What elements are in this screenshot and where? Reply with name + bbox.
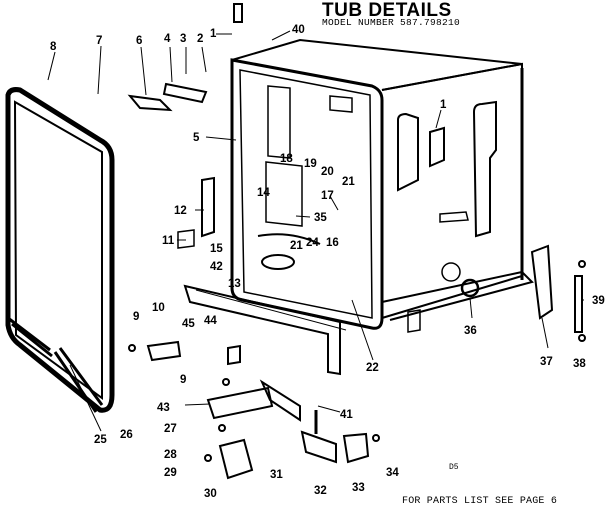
callout-2: 2 <box>197 33 203 45</box>
callout-33: 33 <box>352 482 365 494</box>
callout-44: 44 <box>204 315 217 327</box>
callout-39: 39 <box>592 295 605 307</box>
callout-41: 41 <box>340 409 353 421</box>
callout-30: 30 <box>204 488 217 500</box>
callout-12: 12 <box>174 205 187 217</box>
callout-9a: 9 <box>133 311 139 323</box>
hinge-37 <box>530 244 554 320</box>
bracket-31 <box>259 379 301 422</box>
actuator-32 <box>300 430 337 464</box>
callout-9b: 9 <box>180 374 186 386</box>
callout-11: 11 <box>162 235 175 247</box>
callout-16: 16 <box>326 237 339 249</box>
callout-1: 1 <box>210 28 217 40</box>
callout-38: 38 <box>573 358 586 370</box>
callout-28: 28 <box>164 449 177 461</box>
rod-39 <box>574 275 583 333</box>
callout-35: 35 <box>314 212 327 224</box>
callout-26: 26 <box>120 429 133 441</box>
diagram-title: TUB DETAILS <box>322 0 452 21</box>
callout-8: 8 <box>50 41 57 53</box>
parts-list-note: FOR PARTS LIST SEE PAGE 6 <box>402 496 558 507</box>
callout-21a: 21 <box>342 176 355 188</box>
callout-42: 42 <box>210 261 223 273</box>
callout-37: 37 <box>540 356 553 368</box>
callout-31: 31 <box>270 469 283 481</box>
callout-14: 14 <box>257 187 270 199</box>
callout-5: 5 <box>193 132 200 144</box>
door-gasket <box>5 87 115 413</box>
callout-4: 4 <box>164 33 171 45</box>
callout-15: 15 <box>210 243 223 255</box>
part-44 <box>227 344 241 366</box>
drawing-code: D5 <box>449 463 459 472</box>
tub-side <box>381 62 523 319</box>
callout-27: 27 <box>164 423 177 435</box>
bracket-10 <box>146 340 182 362</box>
callout-20: 20 <box>321 166 334 178</box>
callout-36: 36 <box>464 325 477 337</box>
callout-43: 43 <box>157 402 170 414</box>
switch-33 <box>342 432 370 464</box>
callout-29: 29 <box>164 467 177 479</box>
callout-40: 40 <box>292 24 305 36</box>
callout-21b: 21 <box>290 240 303 252</box>
tub-base <box>381 270 534 321</box>
callout-1b: 1 <box>440 99 447 111</box>
callout-34: 34 <box>386 467 399 479</box>
callout-18: 18 <box>280 153 293 165</box>
callout-19: 19 <box>304 158 317 170</box>
callout-13: 13 <box>228 278 241 290</box>
callout-45: 45 <box>182 318 195 330</box>
callout-17: 17 <box>321 190 334 202</box>
callout-32: 32 <box>314 485 327 497</box>
model-number: MODEL NUMBER 587.798210 <box>322 17 461 28</box>
lower-trim <box>183 284 341 376</box>
callout-7: 7 <box>96 35 102 47</box>
strike-27 <box>206 386 274 420</box>
gasket-strip <box>7 316 53 358</box>
latch-30 <box>218 438 254 480</box>
tub-front-frame <box>230 58 384 330</box>
callout-10: 10 <box>152 302 165 314</box>
callout-24: 24 <box>306 237 319 249</box>
tub-top <box>231 38 523 91</box>
callout-22: 22 <box>366 362 379 374</box>
callout-3: 3 <box>180 33 186 45</box>
callout-25: 25 <box>94 434 107 446</box>
callout-6: 6 <box>136 35 142 47</box>
